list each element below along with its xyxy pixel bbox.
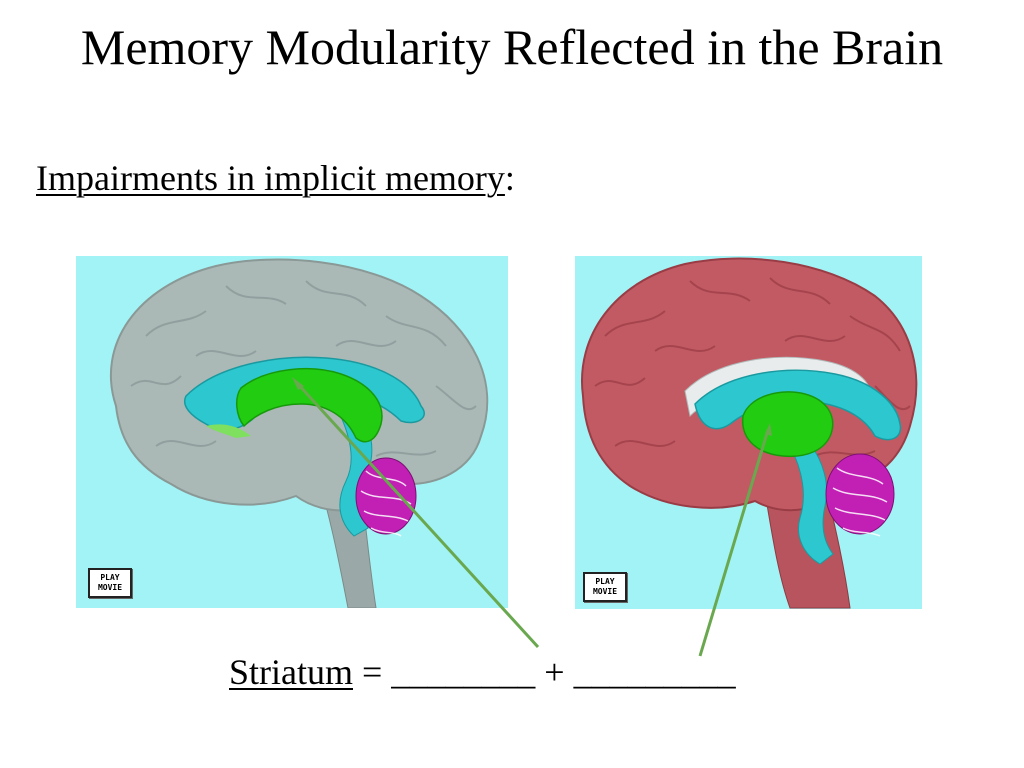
equation-term-striatum: Striatum: [229, 652, 353, 692]
movie-label: MOVIE: [97, 583, 123, 592]
brain-illustration-right: [581, 257, 918, 609]
brain-figure-right: PLAY MOVIE: [575, 256, 922, 609]
striatum-equation: Striatum = ________ + _________: [229, 648, 736, 696]
slide-title: Memory Modularity Reflected in the Brain: [80, 19, 944, 75]
brain-figure-left: PLAY MOVIE: [76, 256, 508, 608]
play-movie-button-left[interactable]: PLAY MOVIE: [88, 568, 132, 598]
equation-blanks: = ________ + _________: [353, 652, 736, 692]
subtitle-colon: :: [504, 158, 515, 198]
play-label: PLAY: [100, 573, 120, 582]
slide-subtitle: Impairments in implicit memory:: [36, 154, 515, 202]
subtitle-underlined-text: Impairments in implicit memory: [36, 158, 505, 198]
play-movie-button-right[interactable]: PLAY MOVIE: [583, 572, 627, 602]
brain-illustration-left: [110, 258, 489, 608]
play-label: PLAY: [595, 577, 615, 586]
movie-label: MOVIE: [592, 587, 618, 596]
